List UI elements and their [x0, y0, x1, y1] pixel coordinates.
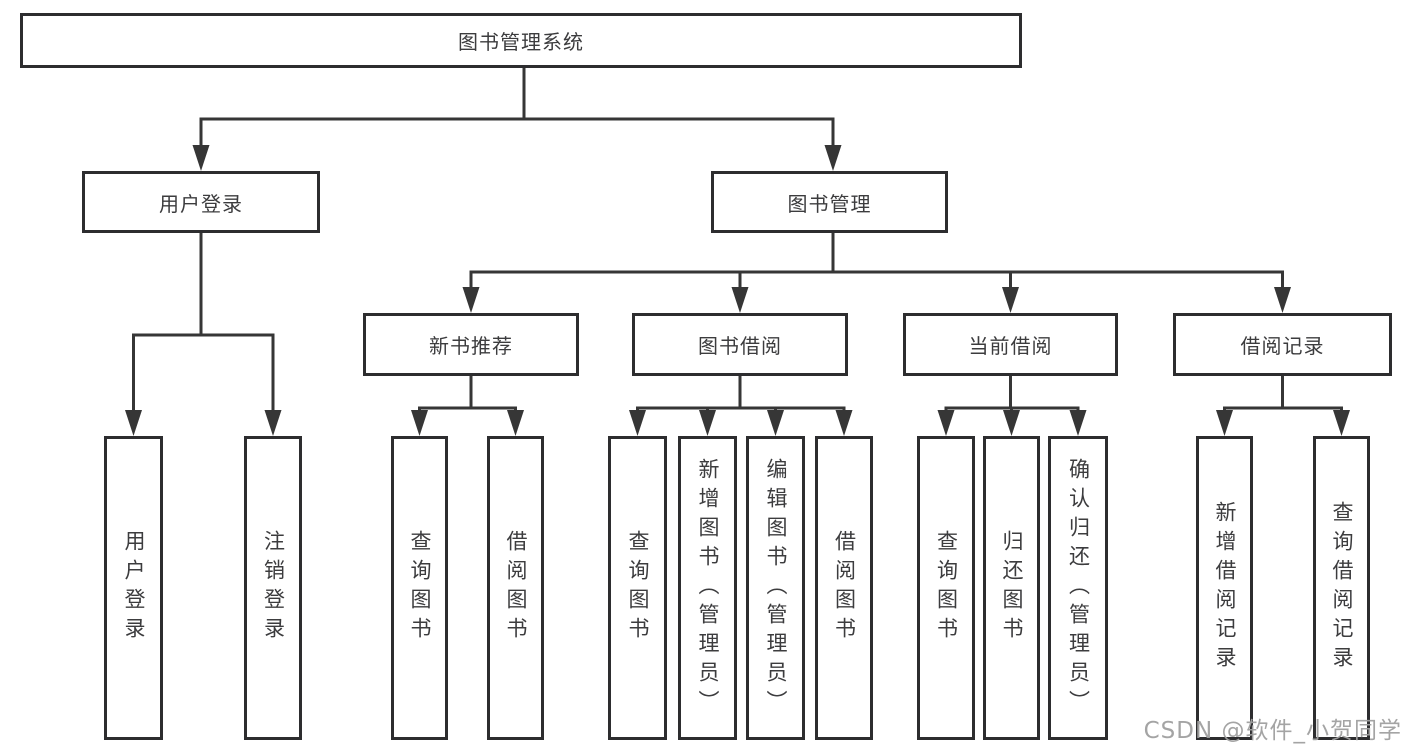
leaf-add-borrow-record: 新增借阅记录 [1196, 436, 1253, 740]
leaf-return-books: 归还图书 [983, 436, 1040, 740]
node-label: 图书管理系统 [458, 30, 584, 54]
leaf-borrow-books-recommend: 借阅图书 [487, 436, 544, 740]
node-label: 注销登录 [261, 530, 286, 646]
node-label: 借阅图书 [504, 530, 528, 646]
node-label: 归还图书 [1000, 530, 1024, 646]
connector-borrowing-records-children [1216, 376, 1350, 436]
connector-user-login-children [125, 233, 282, 436]
node-label: 图书管理 [787, 191, 872, 216]
node-book-borrowing: 图书借阅 [632, 313, 848, 376]
connector-new-book-children [411, 376, 524, 436]
node-label: 当前借阅 [968, 334, 1053, 358]
leaf-borrow-books: 借阅图书 [815, 436, 873, 740]
node-label: 用户登录 [159, 191, 243, 216]
node-current-borrowing: 当前借阅 [903, 313, 1118, 376]
node-label: 新增借阅记录 [1213, 501, 1237, 675]
leaf-query-books-recommend: 查询图书 [391, 436, 448, 740]
node-label: 确认归还（管理员） [1066, 457, 1091, 719]
node-label: 新增图书（管理员） [696, 457, 720, 719]
node-label: 查询图书 [408, 530, 432, 646]
leaf-user-login: 用户登录 [104, 436, 163, 740]
leaf-logout-login: 注销登录 [244, 436, 302, 740]
leaf-query-borrow-record: 查询借阅记录 [1313, 436, 1370, 740]
connector-book-management-children [462, 233, 1291, 313]
node-book-management: 图书管理 [711, 171, 948, 233]
node-label: 借阅记录 [1240, 334, 1325, 358]
node-label: 借阅图书 [832, 530, 857, 646]
node-library-management-system: 图书管理系统 [20, 13, 1022, 68]
node-label: 编辑图书（管理员） [764, 457, 788, 719]
node-borrowing-records: 借阅记录 [1173, 313, 1392, 376]
leaf-confirm-return-admin: 确认归还（管理员） [1048, 436, 1108, 740]
node-label: 图书借阅 [698, 334, 782, 358]
node-user-login: 用户登录 [82, 171, 320, 233]
connector-current-borrowing-children [937, 376, 1087, 436]
node-new-book-recommendation: 新书推荐 [363, 313, 579, 376]
connector-book-borrowing-children [629, 376, 853, 436]
node-label: 查询图书 [934, 530, 959, 646]
connector-root-to-level2 [192, 68, 842, 171]
leaf-query-books-borrow: 查询图书 [608, 436, 667, 740]
node-label: 查询图书 [626, 530, 650, 646]
node-label: 查询借阅记录 [1330, 501, 1354, 675]
node-label: 用户登录 [122, 530, 146, 646]
leaf-query-books-current: 查询图书 [917, 436, 975, 740]
leaf-add-books-admin: 新增图书（管理员） [678, 436, 737, 740]
leaf-edit-books-admin: 编辑图书（管理员） [746, 436, 805, 740]
node-label: 新书推荐 [429, 334, 513, 358]
